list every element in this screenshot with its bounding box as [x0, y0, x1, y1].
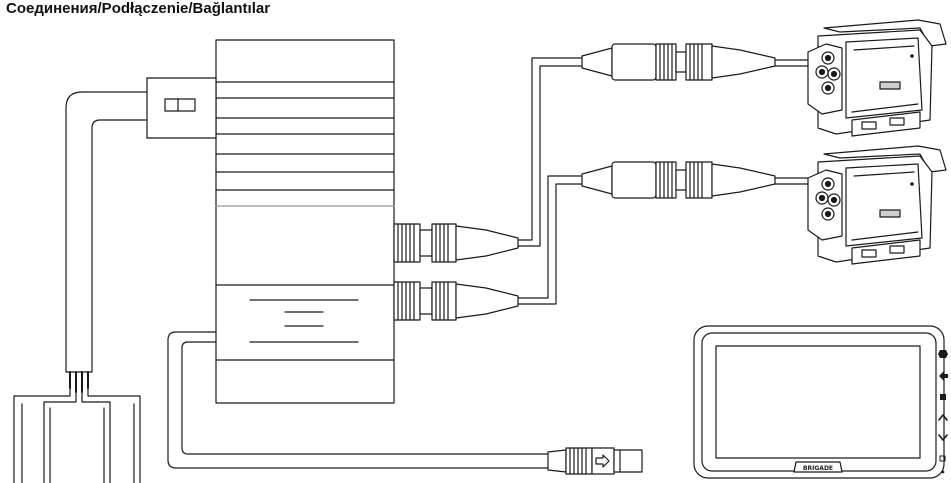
monitor [693, 325, 945, 479]
dot-icon [941, 470, 945, 474]
monitor-cable [167, 331, 549, 469]
down-icon [938, 434, 948, 441]
box-connector-2 [393, 281, 519, 321]
monitor-connector [547, 447, 643, 475]
monitor-button-strip [938, 350, 948, 474]
box-connector-1 [393, 223, 519, 263]
camera-2 [807, 145, 947, 265]
up-icon [938, 414, 948, 421]
page-title: Соединения/Podłączenie/Bağlantılar [6, 0, 271, 17]
control-box [215, 39, 395, 404]
camera-lead-1 [581, 43, 809, 81]
monitor-brand: BRIGADE [803, 465, 833, 472]
camera-1 [807, 19, 947, 137]
camera-cables [517, 57, 583, 305]
menu-icon [940, 394, 946, 400]
power-icon [938, 350, 948, 358]
power-cable [13, 77, 217, 483]
camera-lead-2 [581, 161, 809, 199]
mode-icon [939, 455, 946, 462]
back-icon [939, 371, 948, 381]
